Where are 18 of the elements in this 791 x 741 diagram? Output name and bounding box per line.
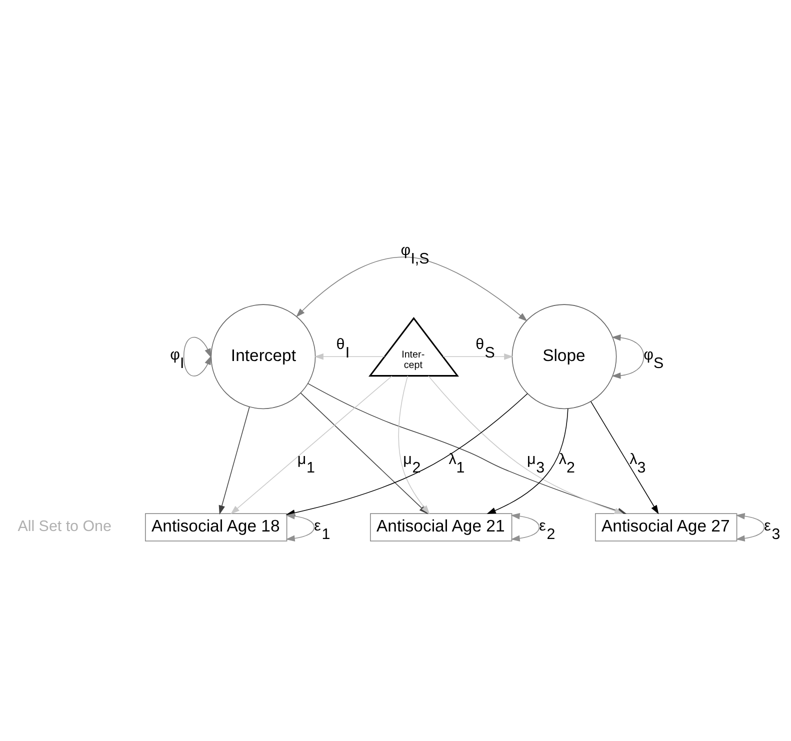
arrow: [510, 513, 540, 542]
arrow: [428, 376, 624, 514]
arrow: [736, 513, 765, 542]
arrow: [183, 336, 212, 376]
arrow: [612, 334, 644, 379]
arrow: [296, 256, 528, 322]
arrow: [442, 353, 514, 360]
arrow: [486, 408, 568, 514]
node-circle: Slope: [512, 304, 617, 410]
arrow: [314, 353, 385, 360]
arrow: [230, 376, 392, 514]
node-box: Antisocial Age 27: [595, 513, 738, 542]
node-box: Antisocial Age 18: [145, 513, 288, 542]
label: All Set to One: [18, 518, 112, 536]
node-circle: Intercept: [210, 304, 316, 410]
node-box: Antisocial Age 21: [370, 513, 512, 542]
arrow: [286, 513, 315, 542]
arrow: [218, 406, 250, 515]
